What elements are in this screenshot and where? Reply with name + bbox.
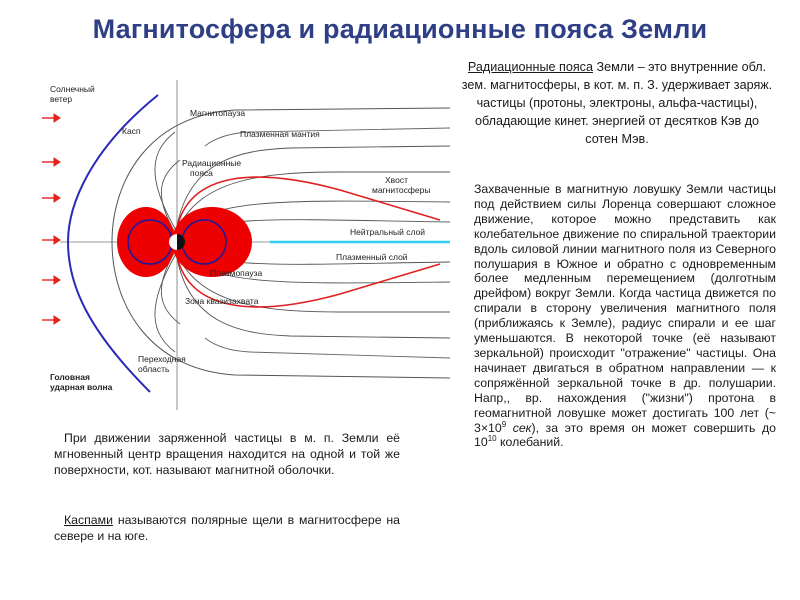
trapped-seconds: сек [506, 420, 532, 435]
cusps-text: называются полярные щели в магнитосфере … [54, 513, 400, 543]
radiation-belts-term: Радиационные пояса [467, 60, 593, 74]
cusp-label: Касп [122, 126, 141, 136]
definition-text: Земли – это внутренние обл. зем. магнито… [461, 60, 773, 146]
radiation-belt-west [117, 207, 175, 277]
trapped-exponent-2: 10 [487, 434, 497, 444]
magnetopause-label: Магнитопауза [190, 108, 245, 118]
plasma-mantle-label: Плазменная мантия [240, 129, 320, 139]
bow-shock [66, 94, 159, 393]
trapped-text-part3: колебаний. [496, 435, 564, 450]
radiation-belt-east [172, 207, 252, 277]
earth-day-side [169, 234, 177, 250]
bow-shock-label: Головная ударная волна [50, 372, 113, 392]
cusps-term: Каспами [64, 513, 113, 527]
plasmapause-label: Плазмопауза [210, 268, 263, 278]
cusps-paragraph: Каспами называются полярные щели в магни… [54, 512, 400, 544]
trapped-particles-paragraph: Захваченные в магнитную ловушку Земли ча… [474, 182, 776, 450]
magnetic-shell-paragraph: При движении заряженной частицы в м. п. … [54, 431, 400, 477]
trapped-text-part2: ), за это время он может совершить до 10 [474, 420, 776, 450]
red-field-line-north [176, 176, 441, 229]
quasi-capture-zone-label: Зона квазизахвата [185, 296, 259, 306]
solar-wind-arrows [42, 113, 61, 325]
page-title: Магнитосфера и радиационные пояса Земли [92, 14, 708, 44]
red-field-line-south [176, 255, 441, 308]
radiation-belt-label: Радиационные пояса [182, 158, 244, 178]
trapped-text-part1: Захваченные в магнитную ловушку Земли ча… [474, 182, 776, 435]
plasma-mantle-boundary [204, 127, 450, 147]
plasma-mantle-boundary-south [204, 337, 450, 359]
solar-wind-label: Солнечный ветер [50, 84, 97, 104]
neutral-layer-label: Нейтральный слой [350, 227, 425, 237]
magnetosphere-diagram: Солнечный ветер Касп Магнитопауза Плазме… [42, 80, 450, 410]
transition-region-label: Переходная область [138, 354, 188, 374]
trapped-exponent-1: 9 [501, 419, 507, 429]
magnetotail-label: Хвост магнитосферы [372, 175, 430, 195]
radiation-belts-definition: Радиационные пояса Земли – это внутренни… [458, 58, 776, 148]
magnetopause [111, 107, 450, 379]
plasma-layer-label: Плазменный слой [336, 252, 408, 262]
